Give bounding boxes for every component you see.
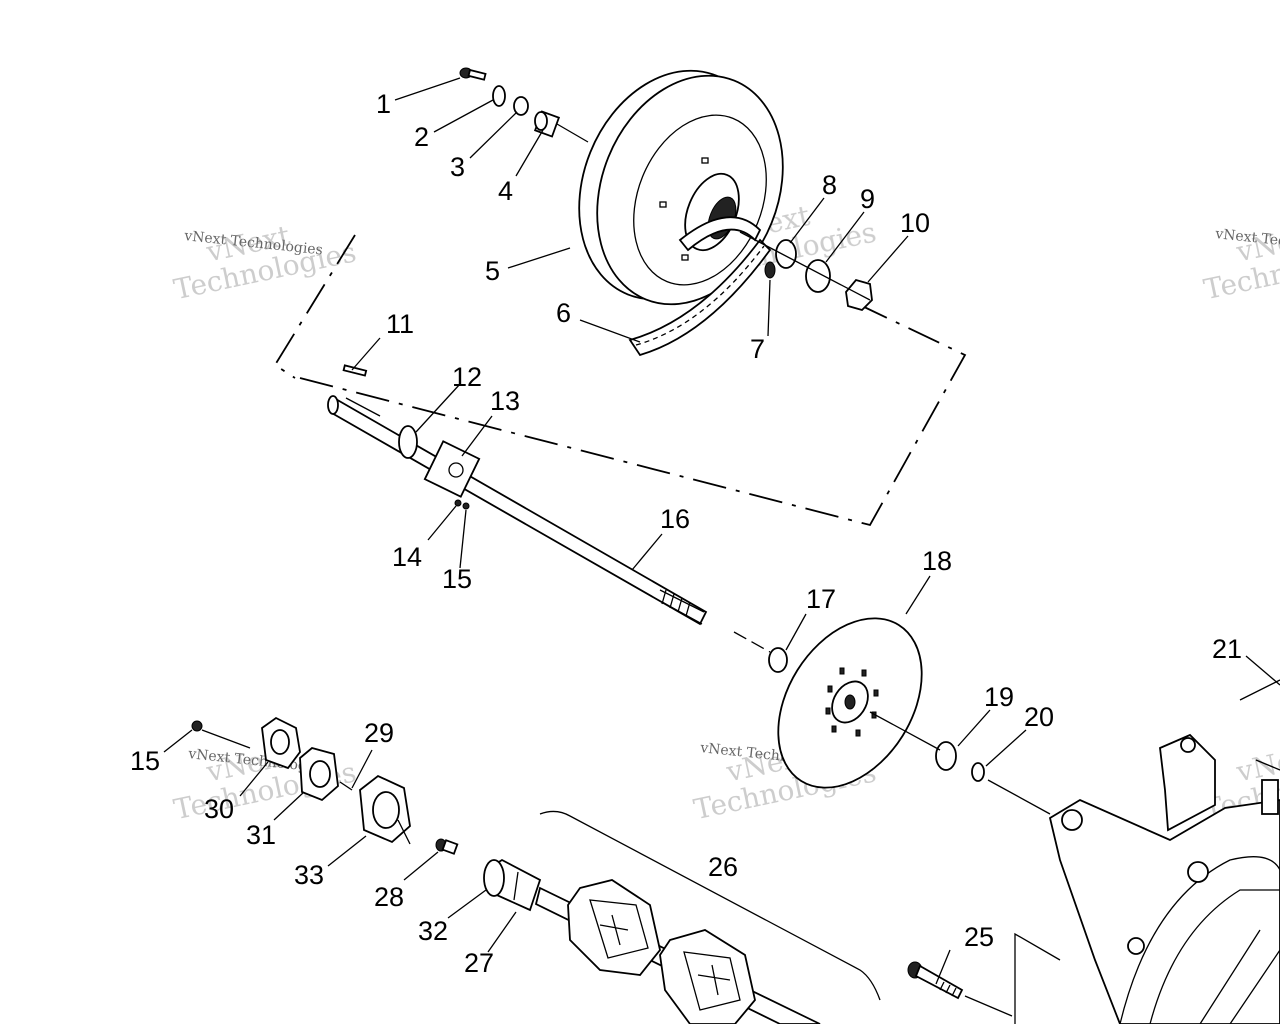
shaft-bearing — [398, 425, 418, 459]
callout-17: 17 — [806, 584, 836, 614]
callout-13: 13 — [490, 386, 520, 416]
callout-33: 33 — [294, 860, 324, 890]
leader-lines — [163, 77, 1280, 985]
washer — [492, 85, 506, 107]
callout-20: 20 — [1024, 702, 1054, 732]
callout-25: 25 — [964, 922, 994, 952]
callout-11: 11 — [386, 309, 414, 339]
o-ring — [764, 261, 776, 279]
chaincase-housing — [1048, 679, 1280, 1025]
callout-15: 15 — [442, 564, 472, 594]
track-shaft-bearing — [483, 858, 542, 912]
callout-31: 31 — [246, 820, 276, 850]
bracket-26 — [539, 810, 881, 1001]
nut — [191, 720, 203, 732]
callout-8: 8 — [822, 170, 837, 200]
callout-5: 5 — [485, 256, 500, 286]
callout-9: 9 — [860, 184, 875, 214]
callout-27: 27 — [464, 948, 494, 978]
flat-washer — [805, 259, 831, 293]
hex-nut — [845, 278, 873, 312]
bearing — [775, 239, 797, 269]
bearing-cup — [261, 716, 301, 770]
bearing-flange — [423, 440, 481, 498]
callout-15b: 15 — [130, 746, 160, 776]
shaft-o-ring — [768, 647, 788, 673]
callout-29: 29 — [364, 718, 394, 748]
callout-18: 18 — [922, 546, 952, 576]
bearing-plate — [299, 747, 339, 802]
bolt — [459, 67, 487, 81]
driven-sprocket — [578, 69, 784, 306]
callout-4: 4 — [498, 176, 513, 206]
retaining-ring — [971, 762, 985, 782]
callout-19: 19 — [984, 682, 1014, 712]
callout-10: 10 — [900, 208, 930, 238]
housing-bolt — [907, 961, 1013, 1017]
brake-bearing — [935, 741, 957, 771]
woodruff-key — [342, 364, 368, 377]
callout-14: 14 — [392, 542, 422, 572]
callout-3: 3 — [450, 152, 465, 182]
lock-washer — [513, 96, 529, 116]
callout-16: 16 — [660, 504, 690, 534]
assembly-boundary-2 — [299, 304, 967, 527]
driveshaft — [327, 395, 708, 626]
callout-30: 30 — [204, 794, 234, 824]
grease-fitting — [435, 838, 459, 855]
watermark-1: vNext Technologies — [171, 219, 359, 307]
callout-32: 32 — [418, 916, 448, 946]
brake-disc — [777, 617, 923, 789]
housing-bracket — [1014, 932, 1061, 1024]
watermark-5: vNext Technologies — [1201, 219, 1280, 307]
callouts: 1 2 3 4 5 6 7 8 9 10 11 12 13 14 15 16 1… — [130, 89, 1242, 978]
callout-12: 12 — [452, 362, 482, 392]
spacer — [533, 110, 561, 138]
callout-28: 28 — [374, 882, 404, 912]
callout-1: 1 — [376, 89, 391, 119]
bearing-flange-lower — [359, 774, 411, 844]
callout-21: 21 — [1212, 634, 1242, 664]
callout-26: 26 — [708, 852, 738, 882]
track-drive-shaft — [534, 879, 821, 1025]
callout-6: 6 — [556, 298, 571, 328]
callout-7: 7 — [750, 334, 765, 364]
callout-2: 2 — [414, 122, 429, 152]
